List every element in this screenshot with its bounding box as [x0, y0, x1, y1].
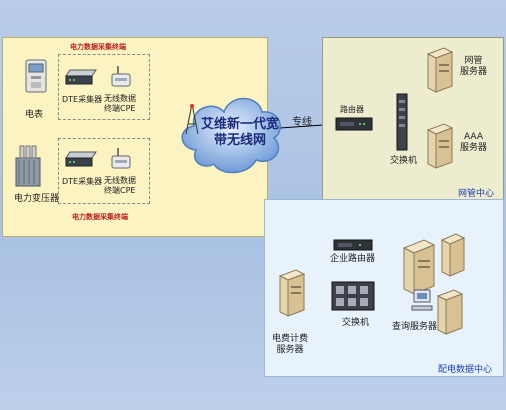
wireless-network-cloud-icon [181, 97, 281, 174]
cloud-label-line1: 艾维新一代宽 [200, 117, 279, 132]
dte-collector-icon [65, 69, 97, 85]
enterprise-router-icon [333, 239, 373, 251]
billing-server-label-line1: 电费计费 [272, 334, 309, 344]
billing-server-label: 电费计费 服务器 [272, 334, 308, 356]
query-server-icon [440, 233, 466, 277]
cloud-label: 艾维新一代宽 带无线网 [196, 117, 284, 149]
query-server-icon [402, 239, 436, 295]
wireless-cpe-label: 无线数据 终端CPE [104, 176, 136, 196]
aaa-server-icon [426, 123, 454, 169]
billing-server-label-line2: 服务器 [276, 345, 304, 355]
wireless-cpe-label-line2: 终端CPE [104, 104, 136, 113]
nm-center-title: 网管中心 [458, 189, 495, 199]
enterprise-router-label: 企业路由器 [330, 254, 376, 264]
collection-terminal-title-bottom: 电力数据采集终端 [72, 213, 128, 221]
nm-router-label: 路由器 [340, 105, 364, 114]
cloud-label-line2: 带无线网 [213, 133, 266, 148]
wireless-cpe-icon [111, 66, 131, 87]
collection-terminal-title-top: 电力数据采集终端 [70, 43, 126, 51]
dist-center-title: 配电数据中心 [438, 365, 493, 375]
wireless-cpe-label-line1: 无线数据 [104, 176, 136, 185]
query-server-icon [436, 289, 464, 335]
dte-collector-label: DTE采集器 [62, 177, 103, 186]
terminal-group-1 [58, 54, 150, 120]
nm-server-label-line2: 服务器 [460, 67, 488, 77]
wireless-cpe-icon [111, 148, 131, 169]
terminal-group-2 [58, 138, 150, 204]
nm-server-icon [426, 47, 454, 93]
meter-icon [25, 59, 47, 93]
aaa-server-label-line1: AAA [464, 132, 483, 142]
meter-label: 电表 [25, 110, 44, 120]
aaa-server-label: AAA 服务器 [460, 132, 487, 154]
wireless-cpe-label-line2: 终端CPE [104, 186, 136, 195]
router-icon [335, 117, 373, 131]
antenna-tower-icon [185, 103, 199, 135]
dist-switch-label: 交换机 [342, 318, 370, 328]
workstation-icon [411, 289, 433, 311]
nm-server-label-line1: 网管 [464, 56, 483, 66]
nm-server-label: 网管 服务器 [460, 56, 487, 78]
dist-switch-icon [331, 281, 375, 311]
switch-icon [396, 93, 408, 151]
dte-collector-label: DTE采集器 [62, 95, 103, 104]
wireless-cpe-label: 无线数据 终端CPE [104, 94, 136, 114]
dedicated-line-label: 专线 [292, 117, 312, 128]
billing-server-icon [278, 269, 306, 317]
transformer-icon [15, 145, 41, 187]
transformer-label: 电力变压器 [14, 194, 60, 204]
query-server-label: 查询服务器 [392, 322, 438, 332]
nm-switch-label: 交换机 [390, 156, 418, 166]
wireless-cpe-label-line1: 无线数据 [104, 94, 136, 103]
dte-collector-icon [65, 151, 97, 167]
aaa-server-label-line2: 服务器 [460, 143, 488, 153]
